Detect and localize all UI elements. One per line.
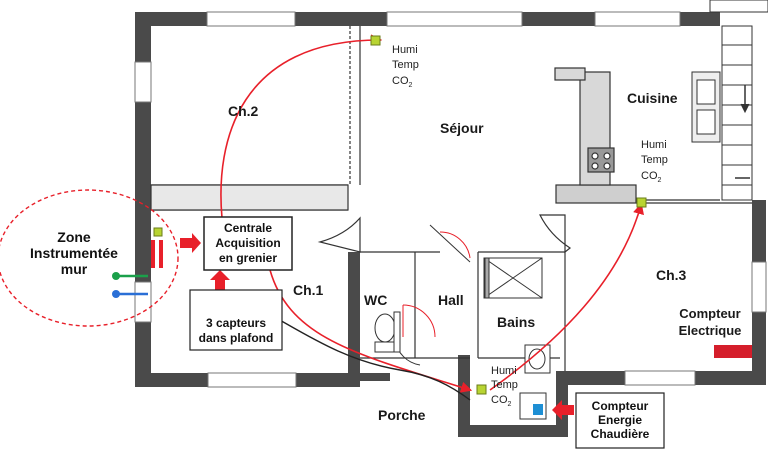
black-cable bbox=[257, 307, 471, 401]
centrale-box bbox=[203, 216, 293, 271]
svg-text:CO2: CO2 bbox=[392, 75, 413, 89]
zone-line1: Zone bbox=[57, 229, 91, 245]
door-swings bbox=[402, 231, 471, 338]
room-cuisine: Cuisine bbox=[627, 90, 678, 106]
zone-line2: Instrumentée bbox=[30, 245, 118, 261]
room-sejour: Séjour bbox=[440, 120, 484, 136]
arrows bbox=[180, 233, 574, 420]
svg-text:Humi: Humi bbox=[641, 139, 667, 151]
centrale-line2: Acquisition bbox=[215, 236, 280, 250]
sensor-bains bbox=[476, 384, 487, 395]
staircase bbox=[709, 0, 768, 201]
data-cables bbox=[220, 34, 644, 393]
wall-instrumentation bbox=[151, 240, 163, 268]
instrumented-zone-outline bbox=[0, 189, 179, 327]
svg-text:Humi: Humi bbox=[491, 365, 517, 377]
kitchen-sink bbox=[691, 71, 721, 143]
zone-line3: mur bbox=[61, 261, 88, 277]
capteurs-line2: dans plafond bbox=[199, 331, 274, 345]
arches bbox=[317, 214, 572, 254]
toilet bbox=[374, 311, 401, 353]
centrale-line3: en grenier bbox=[219, 251, 277, 265]
capteurs-box bbox=[189, 289, 283, 351]
capteurs-line1: 3 capteurs bbox=[206, 316, 266, 330]
sensor-wall bbox=[153, 227, 163, 237]
svg-text:Temp: Temp bbox=[491, 379, 518, 391]
room-ch2: Ch.2 bbox=[228, 103, 259, 119]
sensor-sejour bbox=[370, 35, 381, 46]
room-bains: Bains bbox=[497, 314, 535, 330]
washbasin bbox=[524, 344, 551, 374]
svg-text:Humi: Humi bbox=[392, 44, 418, 56]
energy-meter bbox=[533, 404, 543, 415]
sensor-label-sejour: Humi Temp CO2 bbox=[392, 44, 419, 89]
room-porche: Porche bbox=[378, 407, 426, 423]
centrale-line1: Centrale bbox=[224, 221, 272, 235]
kitchen-counter bbox=[554, 67, 615, 186]
room-ch3: Ch.3 bbox=[656, 267, 687, 283]
shower bbox=[483, 257, 543, 299]
compteur-elec-line2: Electrique bbox=[679, 323, 742, 338]
svg-text:CO2: CO2 bbox=[491, 394, 512, 408]
room-wc: WC bbox=[364, 292, 387, 308]
svg-text:CO2: CO2 bbox=[641, 170, 662, 184]
electric-meter bbox=[714, 345, 752, 358]
room-ch1: Ch.1 bbox=[293, 282, 324, 298]
svg-text:Temp: Temp bbox=[641, 154, 668, 166]
windows bbox=[134, 11, 767, 388]
compteur-energie-line2: Energie bbox=[598, 413, 642, 427]
compteur-energie-line3: Chaudière bbox=[591, 427, 650, 441]
compteur-elec-line1: Compteur bbox=[679, 306, 740, 321]
pipe-connectors bbox=[112, 272, 148, 298]
room-hall: Hall bbox=[438, 292, 464, 308]
sensor-label-bains: Humi Temp CO2 bbox=[491, 365, 518, 408]
compteur-energie-box bbox=[575, 392, 665, 449]
svg-text:Temp: Temp bbox=[392, 59, 419, 71]
sensor-cuisine bbox=[636, 197, 647, 208]
compteur-energie-line1: Compteur bbox=[592, 399, 649, 413]
sensor-label-cuisine: Humi Temp CO2 bbox=[641, 139, 668, 184]
